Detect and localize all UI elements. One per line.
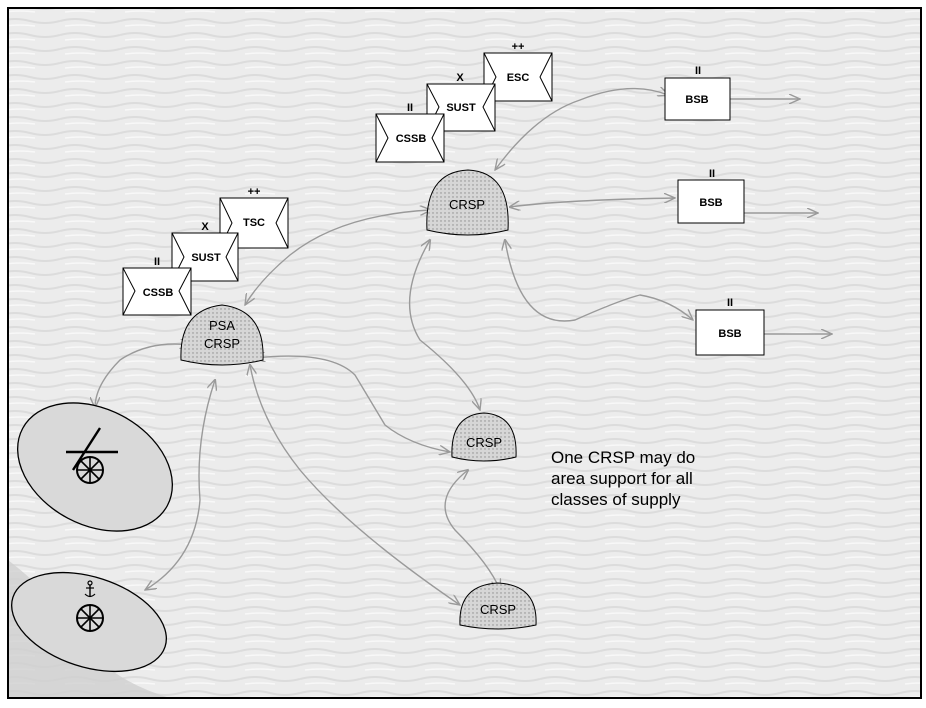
- arrow-crsp-crspmid: [408, 240, 480, 410]
- sust-top-echelon: X: [456, 72, 464, 84]
- symbol-bsb-2: II BSB: [677, 168, 745, 224]
- symbol-cssb-top: II CSSB: [375, 102, 445, 163]
- bsb-1-echelon: II: [695, 65, 701, 77]
- bsb-2-label: BSB: [699, 197, 722, 209]
- note-line-3: classes of supply: [551, 490, 681, 509]
- psa-line2: CRSP: [204, 336, 240, 351]
- note-line-1: One CRSP may do: [551, 448, 696, 467]
- bsb-2-echelon: II: [709, 168, 715, 180]
- wheel-icon: [66, 427, 118, 484]
- sust-top-label: SUST: [446, 102, 476, 114]
- crsp-bottom-label: CRSP: [480, 602, 516, 617]
- cssb-left-label: CSSB: [143, 287, 174, 299]
- cssb-top-echelon: II: [407, 102, 413, 114]
- psa-line1: PSA: [209, 318, 235, 333]
- anchor-icon: [84, 580, 96, 598]
- bsb-3-label: BSB: [718, 328, 741, 340]
- arrow-bsb1-crsp: [495, 89, 668, 170]
- shore-texture: [8, 560, 170, 698]
- node-crsp-bottom: CRSP: [459, 582, 537, 630]
- sust-left-label: SUST: [191, 252, 221, 264]
- arrow-crsp-bsb2: [510, 198, 675, 207]
- unit-wheel: [16, 402, 174, 532]
- symbol-bsb-1: II BSB: [664, 65, 731, 121]
- arrow-crsp-psa: [245, 210, 430, 305]
- crsp-note: One CRSP may do area support for all cla…: [551, 447, 791, 510]
- note-line-2: area support for all: [551, 469, 693, 488]
- sust-left-echelon: X: [201, 221, 209, 233]
- symbol-bsb-3: II BSB: [695, 297, 765, 356]
- frame-border: [7, 7, 922, 699]
- esc-echelon: ++: [512, 41, 525, 53]
- unit-anchor-wheel: [11, 571, 167, 673]
- tsc-echelon: ++: [248, 186, 261, 198]
- crsp-mid-label: CRSP: [466, 435, 502, 450]
- arrow-psa-anchor-unit: [145, 380, 215, 590]
- node-crsp-top: CRSP: [426, 169, 509, 236]
- cssb-top-label: CSSB: [396, 133, 427, 145]
- symbol-cssb-left: II CSSB: [122, 256, 192, 316]
- bsb-1-label: BSB: [685, 94, 708, 106]
- tsc-label: TSC: [243, 217, 265, 229]
- wheel-icon-small: [76, 604, 104, 632]
- arrow-psa-wheel-unit: [95, 344, 190, 408]
- arrow-psa-crspbottom: [250, 365, 460, 605]
- node-psa-crsp: PSA CRSP: [180, 304, 264, 366]
- esc-label: ESC: [507, 72, 530, 84]
- cssb-left-echelon: II: [154, 256, 160, 268]
- node-crsp-mid: CRSP: [451, 412, 517, 462]
- bsb-3-echelon: II: [727, 297, 733, 309]
- connector-arrows: [95, 89, 832, 605]
- arrow-crsp-bsb3: [505, 240, 693, 322]
- crsp-top-label: CRSP: [449, 197, 485, 212]
